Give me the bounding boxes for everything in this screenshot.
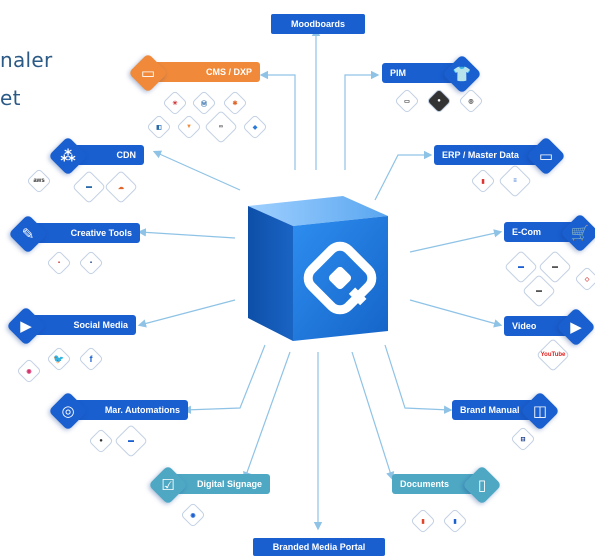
documents-badge: ▯ — [462, 465, 502, 505]
pim-logo-2: ● — [426, 88, 452, 114]
pim-logo-3: ◎ — [458, 88, 484, 114]
arrow-documents — [351, 351, 395, 481]
office-logo: ▮ — [410, 508, 436, 534]
cdn-logo-3: ☁ — [104, 170, 138, 204]
play-icon: ▶ — [20, 317, 32, 335]
arrow-signage — [243, 351, 291, 481]
devices-icon: ▭ — [140, 64, 156, 82]
social-media-badge: ▶ — [6, 306, 46, 346]
erp-logo-2: ≡ — [498, 164, 532, 198]
erp-badge: ▭ — [526, 136, 566, 176]
title-line-1: naler — [0, 48, 53, 72]
cms-dxp-label: CMS / DXP — [150, 62, 260, 82]
mar-automations-badge: ◎ — [48, 391, 88, 431]
mar-logo-1: ● — [88, 428, 114, 454]
cdn-label: CDN — [70, 145, 144, 165]
mar-automations-label: Mar. Automations — [70, 400, 188, 420]
network-icon: ⁂ — [60, 147, 76, 165]
arrow-social — [137, 299, 236, 328]
target-icon: ◎ — [61, 402, 75, 420]
arrow-video — [409, 299, 503, 328]
brand-manual-label: Brand Manual — [452, 400, 546, 420]
arrow-mar — [182, 344, 266, 414]
e-com-badge: 🛒 — [560, 213, 595, 253]
creative-tools-badge: ✎ — [8, 214, 48, 254]
creative-logo-2: ▪ — [78, 250, 104, 276]
pim-badge: 👕 — [442, 54, 482, 94]
title-line-2: et — [0, 86, 21, 110]
youtube-logo: YouTube — [536, 338, 570, 372]
signage-logo-1: ◉ — [180, 502, 206, 528]
central-platform-cube — [248, 196, 388, 341]
twitter-logo: 🐦 — [46, 346, 72, 372]
ecom-logo-1: ▬ — [504, 250, 538, 284]
branded-media-portal-box: Branded Media Portal — [253, 538, 385, 556]
cms-logo-1: ✳ — [162, 90, 188, 116]
cms-logo-6: ∞ — [204, 110, 238, 144]
instagram-logo: ◉ — [16, 358, 42, 384]
tshirt-icon: 👕 — [452, 65, 472, 83]
creative-tools-label: Creative Tools — [32, 223, 140, 243]
arrow-cdn — [152, 150, 241, 191]
video-badge: ▶ — [556, 307, 595, 347]
arrow-cms — [259, 70, 296, 170]
ecom-logo-2: ▬ — [538, 250, 572, 284]
video-play-icon: ▶ — [570, 318, 582, 336]
documents-label: Documents — [392, 474, 486, 494]
aws-logo: aws — [26, 168, 52, 194]
cdn-logo-2: ▬ — [72, 170, 106, 204]
joomla-logo: ✱ — [222, 90, 248, 116]
wordpress-logo: Ⓦ — [191, 90, 217, 116]
ecom-logo-4: ▬ — [522, 274, 556, 308]
arrow-creative — [137, 228, 236, 239]
erp-logo-1: ▮ — [470, 168, 496, 194]
arrow-ecom — [409, 229, 503, 253]
drupal-logo: ◆ — [242, 114, 268, 140]
arrow-erp — [374, 150, 433, 201]
ecom-logo-3: ◇ — [574, 266, 595, 292]
mar-logo-2: ▬ — [114, 424, 148, 458]
brand-logo-1: ⊟ — [510, 426, 536, 452]
document-icon: ▯ — [477, 476, 487, 494]
arrow-brand — [384, 344, 453, 414]
brand-manual-badge: ◫ — [520, 391, 560, 431]
cms-dxp-badge: ▭ — [128, 53, 168, 93]
documents-logo-2: ▮ — [442, 508, 468, 534]
moodboards-box: Moodboards — [271, 14, 365, 34]
book-icon: ◫ — [532, 402, 548, 420]
pim-logo-1: ▭ — [394, 88, 420, 114]
erp-label: ERP / Master Data — [434, 145, 552, 165]
typo3-logo: ▼ — [176, 114, 202, 140]
digital-signage-badge: ☑ — [148, 465, 188, 505]
creative-logo-1: ▪ — [46, 250, 72, 276]
magic-wand-icon: ✎ — [21, 225, 35, 243]
monitor-check-icon: ☑ — [161, 476, 175, 494]
social-media-label: Social Media — [30, 315, 136, 335]
folder-icon: ▭ — [538, 147, 554, 165]
cdn-badge: ⁂ — [48, 136, 88, 176]
arrow-pim — [344, 70, 380, 170]
typo-logo: ◧ — [146, 114, 172, 140]
cart-icon: 🛒 — [570, 224, 590, 242]
digital-signage-label: Digital Signage — [168, 474, 270, 494]
facebook-logo: f — [78, 346, 104, 372]
